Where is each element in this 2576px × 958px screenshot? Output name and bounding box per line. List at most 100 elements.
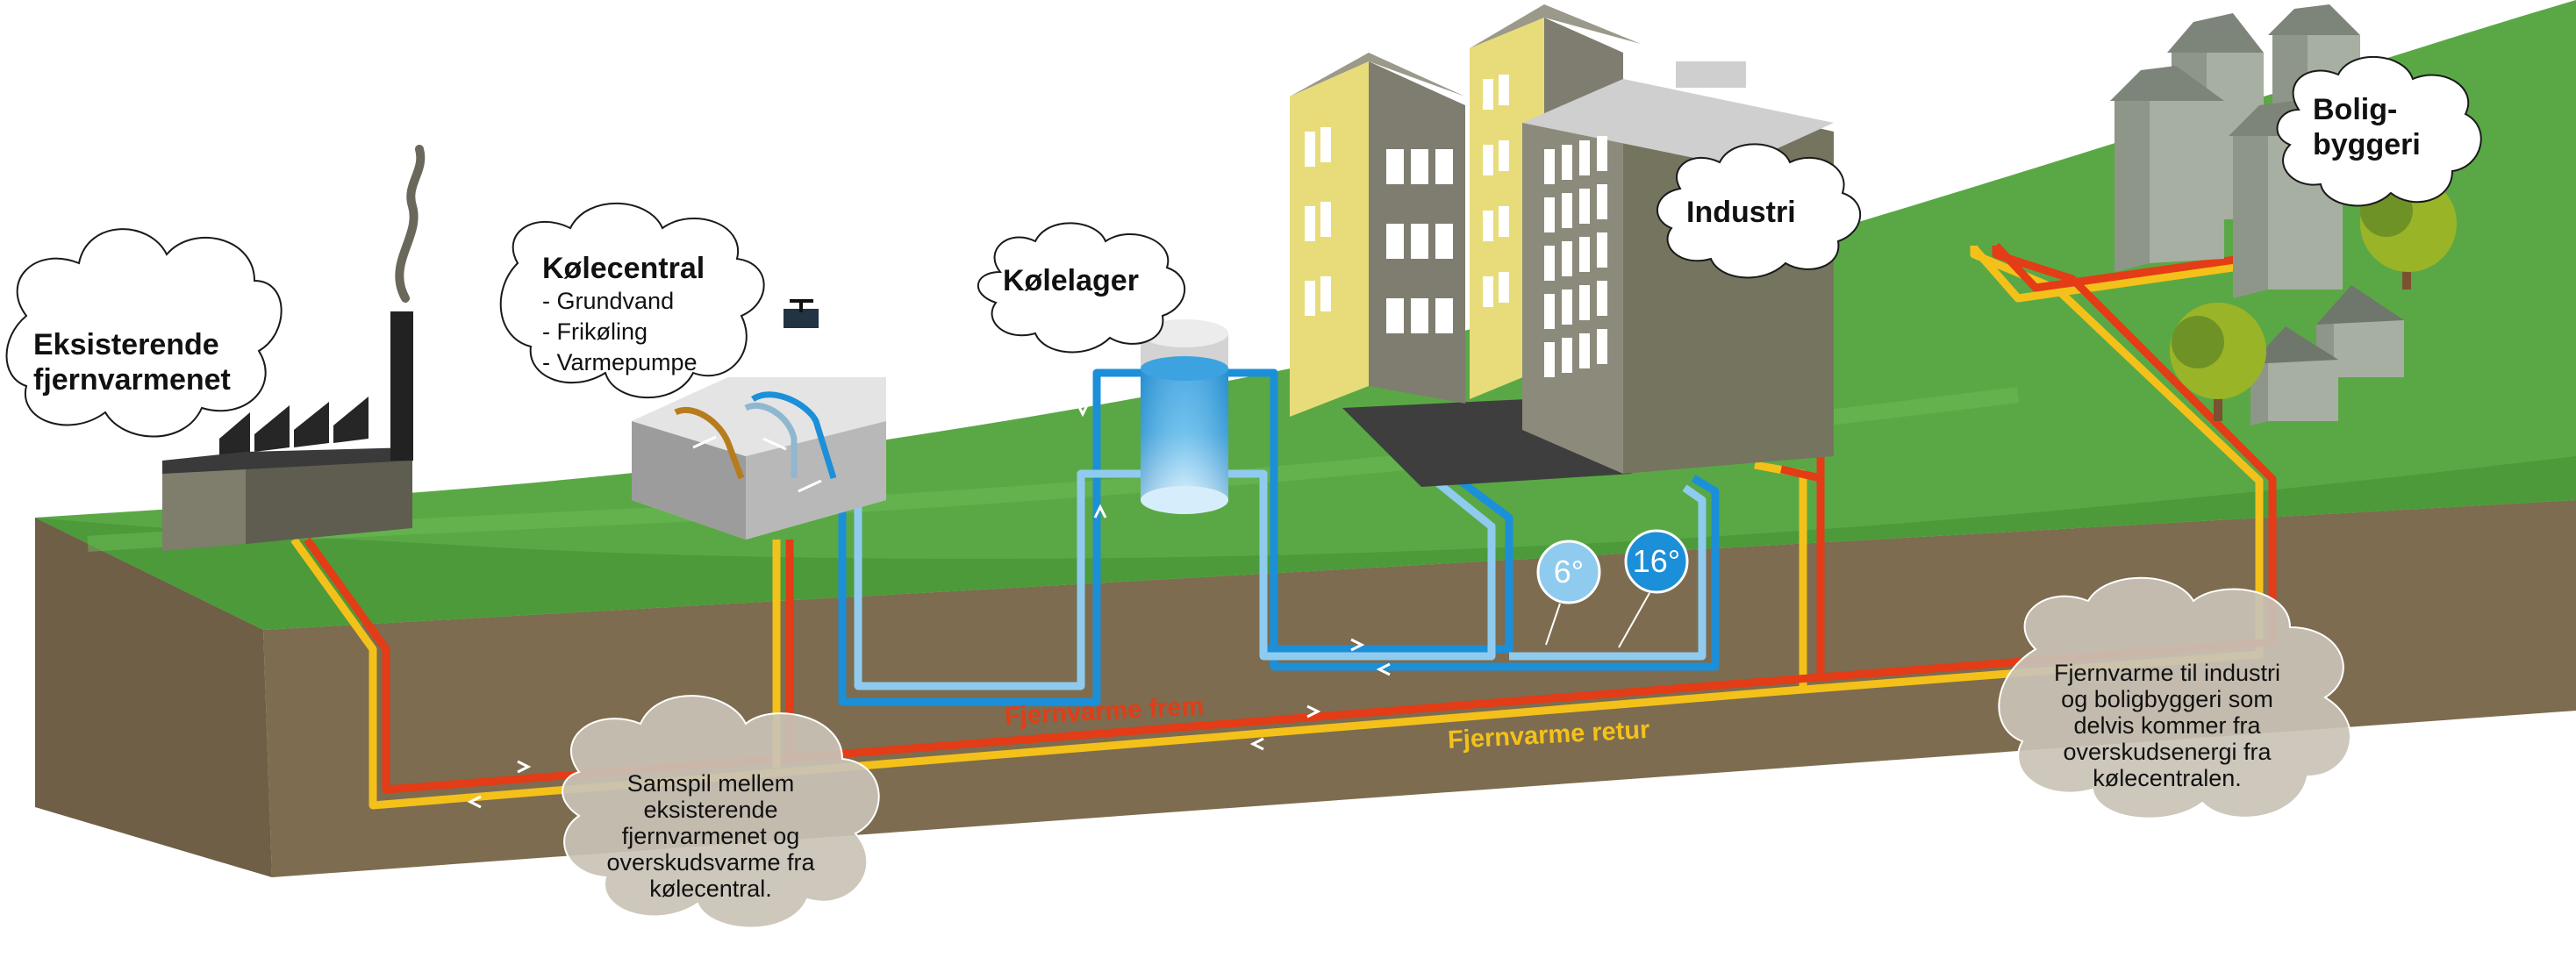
smoke: [395, 145, 426, 303]
label-clouds: [5, 56, 2482, 438]
window: [1483, 79, 1493, 110]
window: [1597, 281, 1607, 316]
window: [1579, 237, 1590, 272]
cooling-central-item-freecooling: - Frikøling: [542, 318, 648, 345]
arrow-icon: [1306, 704, 1321, 718]
window: [1597, 136, 1607, 171]
note-interplay-line2: eksisterende: [643, 797, 778, 823]
note-interplay-line5: kølecentral.: [649, 876, 772, 902]
arrow-icon: [1249, 737, 1264, 751]
cooling-central-item-heatpump: - Varmepumpe: [542, 349, 698, 375]
supply-pipe: [304, 465, 1825, 794]
window: [1544, 294, 1555, 329]
note-delivery-line5: kølecentralen.: [2093, 765, 2242, 791]
cooling-central-item-groundwater: - Grundvand: [542, 288, 675, 314]
label-cooling-central: Kølecentral - Grundvand - Frikøling - Va…: [542, 251, 705, 378]
window: [1562, 241, 1572, 276]
note-clouds: [562, 576, 2351, 929]
cloud-cooling-central: [499, 202, 765, 399]
window: [1597, 329, 1607, 364]
window: [1435, 298, 1453, 333]
roof-fan-unit: [784, 309, 819, 328]
window: [1483, 145, 1493, 175]
note-interplay-line3: fjernvarmenet og: [621, 823, 800, 849]
cold-water-pipe-industry: [1193, 368, 1720, 671]
note-delivery: Fjernvarme til industri og boligbyggeri …: [2009, 660, 2325, 791]
arrow-icon: [1376, 662, 1391, 676]
window: [1483, 211, 1493, 241]
arrow-icon: [517, 760, 532, 774]
cooling-central-building: [632, 299, 886, 540]
grass-lower-band: [35, 456, 2576, 630]
note-delivery-line2: og boligbyggeri som: [2061, 686, 2273, 712]
note-delivery-line1: Fjernvarme til industri: [2053, 660, 2281, 686]
window: [1435, 149, 1453, 184]
warm-water-pipe-industry: [1228, 431, 1496, 661]
cloud-housing: [2276, 56, 2482, 207]
window: [1579, 333, 1590, 368]
warm-water-pipe-industry-2: [1509, 484, 1707, 661]
window: [1411, 224, 1428, 259]
label-housing: Bolig- byggeri: [2313, 92, 2421, 162]
window: [1411, 149, 1428, 184]
window: [1562, 145, 1572, 180]
window: [1320, 276, 1331, 311]
factory: [162, 145, 426, 551]
arrow-icon: [1076, 403, 1090, 418]
window: [1483, 276, 1493, 307]
temperature-badges: [1536, 529, 1689, 648]
window: [1499, 75, 1509, 105]
label-housing-line1: Bolig-: [2313, 93, 2398, 126]
label-housing-line2: byggeri: [2313, 128, 2421, 161]
temperature-cold: 6°: [1553, 554, 1585, 590]
window: [1544, 246, 1555, 281]
cloud-existing-network: [5, 228, 283, 438]
label-industry: Industri: [1686, 196, 1796, 229]
window: [1544, 197, 1555, 232]
housing-buildings: [2110, 4, 2457, 425]
note-interplay-line1: Samspil mellem: [626, 770, 795, 797]
return-pipe-upper: [1971, 246, 2265, 303]
cold-storage-tank: [1141, 319, 1228, 514]
industry-windows: [1305, 75, 1607, 377]
window: [1499, 206, 1509, 237]
window: [1499, 140, 1509, 171]
arrow-icon: [467, 795, 482, 809]
window: [1386, 149, 1404, 184]
window: [1597, 232, 1607, 268]
window: [1411, 298, 1428, 333]
window: [1386, 224, 1404, 259]
note-delivery-line4: overskudsenergi fra: [2063, 739, 2272, 765]
flow-arrows: [467, 403, 1391, 809]
window: [1435, 224, 1453, 259]
cooling-central-title: Kølecentral: [542, 252, 705, 285]
cloud-interplay: [562, 695, 880, 929]
window: [1562, 290, 1572, 325]
window: [1499, 272, 1509, 303]
cold-water-pipe: [838, 368, 1193, 706]
label-existing-network-line1: Eksisterende: [33, 328, 219, 361]
window: [1544, 342, 1555, 377]
cloud-cold-storage: [977, 222, 1185, 354]
cloud-delivery: [1998, 576, 2351, 819]
window: [1562, 193, 1572, 228]
warm-water-pipe: [854, 456, 1228, 690]
arrow-icon: [1093, 504, 1107, 518]
window: [1597, 184, 1607, 219]
temperature-warm: 16°: [1632, 543, 1681, 579]
cloud-industry: [1657, 143, 1861, 279]
window: [1305, 281, 1315, 316]
label-existing-network: Eksisterende fjernvarmenet: [33, 327, 231, 397]
supply-pipe-upper: [1993, 242, 2273, 292]
arrow-icon: [1350, 638, 1365, 652]
note-delivery-line3: delvis kommer fra: [2073, 712, 2261, 739]
window: [1305, 132, 1315, 167]
window: [1320, 202, 1331, 237]
note-interplay-line4: overskudsvarme fra: [606, 849, 815, 876]
soil-left-face: [35, 518, 272, 877]
window: [1320, 127, 1331, 162]
label-cold-storage: Kølelager: [1003, 264, 1139, 297]
window: [1579, 285, 1590, 320]
note-interplay: Samspil mellem eksisterende fjernvarmene…: [579, 770, 842, 902]
